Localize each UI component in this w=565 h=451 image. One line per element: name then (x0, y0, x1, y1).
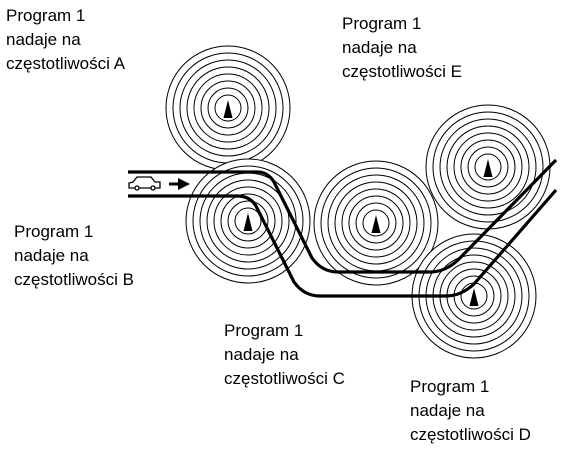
transmitter-d (411, 233, 537, 359)
antenna-icon (243, 213, 253, 231)
label-b-line-1: Program 1 (14, 222, 94, 241)
direction-arrow-icon (169, 178, 190, 190)
coverage-ring (313, 160, 439, 286)
label-d-line-3: częstotliwości D (410, 425, 531, 444)
transmitter-c (313, 160, 439, 286)
transmitter-label-e: Program 1 nadaje na częstotliwości E (342, 12, 462, 84)
coverage-ring (206, 179, 290, 263)
transmitter-coverage-rings (165, 45, 551, 359)
label-d-line-2: nadaje na (410, 401, 485, 420)
antenna-icon (483, 159, 493, 177)
coverage-ring (200, 80, 256, 136)
coverage-ring (334, 181, 418, 265)
label-d-line-1: Program 1 (410, 377, 490, 396)
coverage-ring (179, 59, 277, 157)
coverage-ring (193, 73, 263, 143)
transmitter-label-c: Program 1 nadaje na częstotliwości C (224, 319, 345, 391)
coverage-ring (453, 132, 523, 202)
coverage-ring (234, 207, 262, 235)
coverage-ring (186, 66, 270, 150)
label-a-line-2: nadaje na (6, 30, 81, 49)
transmitter-label-b: Program 1 nadaje na częstotliwości B (14, 220, 134, 292)
label-a-line-3: częstotliwości A (6, 54, 126, 73)
coverage-ring (320, 167, 432, 279)
transmitter-e (425, 104, 551, 230)
coverage-ring (227, 200, 269, 242)
coverage-ring (362, 209, 390, 237)
coverage-ring (432, 111, 544, 223)
antenna-icon (469, 288, 479, 306)
coverage-ring (213, 186, 283, 256)
coverage-ring (185, 158, 311, 284)
transmitter-b (185, 158, 311, 284)
label-c-line-2: nadaje na (224, 345, 299, 364)
label-c-line-1: Program 1 (224, 321, 304, 340)
coverage-ring (341, 188, 411, 258)
transmitter-a (165, 45, 291, 171)
car-icon (128, 176, 161, 191)
coverage-ring (192, 165, 304, 277)
road (128, 158, 558, 298)
coverage-ring (446, 125, 530, 209)
label-b-line-2: nadaje na (14, 246, 89, 265)
label-e-line-1: Program 1 (342, 14, 422, 33)
transmitter-label-a: Program 1 nadaje na częstotliwości A (6, 4, 125, 76)
coverage-ring (207, 87, 249, 129)
label-c-line-3: częstotliwości C (224, 369, 345, 388)
label-e-line-2: nadaje na (342, 38, 417, 57)
road-edge-upper (128, 158, 558, 274)
coverage-ring (467, 146, 509, 188)
coverage-ring (214, 94, 242, 122)
label-a-line-1: Program 1 (6, 6, 86, 25)
coverage-ring (460, 139, 516, 195)
coverage-ring (355, 202, 397, 244)
transmitter-label-d: Program 1 nadaje na częstotliwości D (410, 375, 531, 447)
coverage-ring (474, 153, 502, 181)
label-b-line-3: częstotliwości B (14, 270, 134, 289)
antenna-icon (371, 215, 381, 233)
coverage-ring (348, 195, 404, 251)
label-e-line-3: częstotliwości E (342, 62, 462, 81)
coverage-ring (439, 118, 537, 216)
antenna-icon (223, 100, 233, 118)
road-edge-lower (128, 188, 558, 298)
coverage-ring (220, 193, 276, 249)
